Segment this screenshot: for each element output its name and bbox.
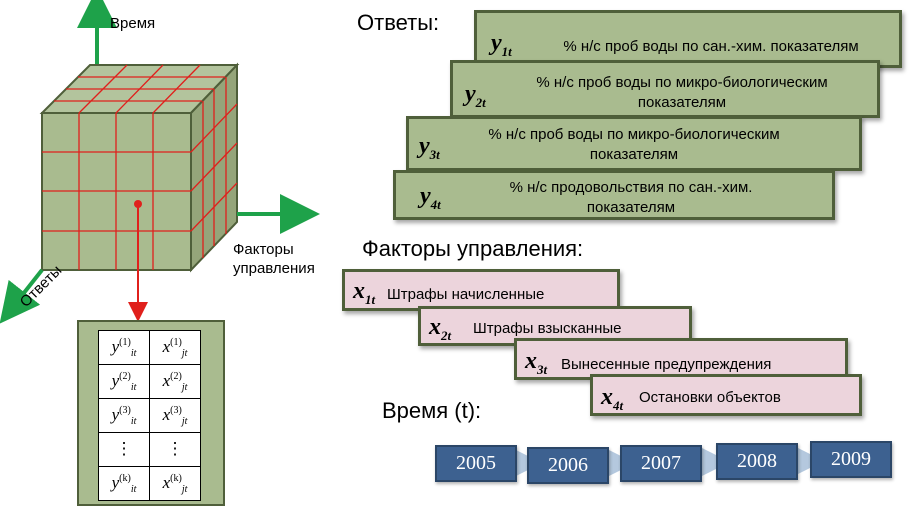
- response-text-1: % н/с проб воды по сан.-хим. показателям: [563, 38, 859, 55]
- matrix-cell-response: y(1)it: [98, 330, 150, 365]
- factor-box-4: x4t Остановки объектов: [590, 374, 862, 416]
- year-box-2005: 2005: [435, 445, 517, 482]
- responses-title: Ответы:: [357, 10, 440, 35]
- factor-text-3: Вынесенные предупреждения: [561, 356, 772, 373]
- response-text-4: % н/с продовольствия по сан.-хим. показа…: [509, 179, 753, 216]
- factor-box-3: x3t Вынесенные предупреждения: [514, 338, 848, 380]
- matrix-cell-response: y(k)it: [98, 466, 150, 501]
- factor-text-2: Штрафы взысканные: [473, 320, 622, 337]
- response-box-4: y4t % н/с продовольствия по сан.-хим. по…: [393, 170, 835, 220]
- answers-axis: [0, 268, 44, 324]
- cube-right-grid: [190, 77, 238, 258]
- response-box-3: y3t % н/с проб воды по микро-биологическ…: [406, 116, 862, 171]
- year-box-2007: 2007: [620, 445, 702, 482]
- factor-text-1: Штрафы начисленные: [387, 286, 545, 303]
- matrix-cell-response: ⋮: [98, 432, 150, 467]
- factor-text-4: Остановки объектов: [639, 389, 781, 406]
- factor-symbol-4: x4t: [601, 384, 624, 413]
- time-title: Время (t):: [382, 398, 482, 423]
- response-symbol-3: y3t: [419, 133, 440, 162]
- matrix-cell-factor: x(1)jt: [149, 330, 201, 365]
- matrix-cell-factor: x(k)jt: [149, 466, 201, 501]
- time-axis-label: Время: [110, 15, 156, 32]
- response-text-3: % н/с проб воды по микро-биологическим п…: [488, 126, 780, 163]
- factor-box-1: x1t Штрафы начисленные: [342, 269, 620, 311]
- matrix-cell-factor: ⋮: [149, 432, 201, 467]
- year-box-2006: 2006: [527, 447, 609, 484]
- factor-symbol-2: x2t: [429, 314, 452, 343]
- response-symbol-2: y2t: [465, 81, 486, 110]
- cube-top-grid: [54, 64, 225, 114]
- response-box-2: y2t % н/с проб воды по микро-биологическ…: [450, 60, 880, 118]
- matrix-cell-response: y(3)it: [98, 398, 150, 433]
- year-box-2008: 2008: [716, 443, 798, 480]
- factor-symbol-3: x3t: [525, 348, 548, 377]
- factor-symbol-1: x1t: [353, 278, 376, 307]
- matrix-cell-factor: x(3)jt: [149, 398, 201, 433]
- response-text-2: % н/с проб воды по микро-биологическим п…: [536, 74, 828, 111]
- matrix-cell-factor: x(2)jt: [149, 364, 201, 399]
- year-box-2009: 2009: [810, 441, 892, 478]
- factors-title: Факторы управления:: [362, 236, 584, 261]
- matrix-row: ⋮⋮: [98, 432, 201, 467]
- cube-front-grid: [42, 113, 191, 270]
- matrix-cell-response: y(2)it: [98, 364, 150, 399]
- factors-axis-label: Факторы управления: [233, 241, 315, 277]
- response-symbol-1: y1t: [491, 30, 512, 59]
- response-symbol-4: y4t: [420, 183, 441, 212]
